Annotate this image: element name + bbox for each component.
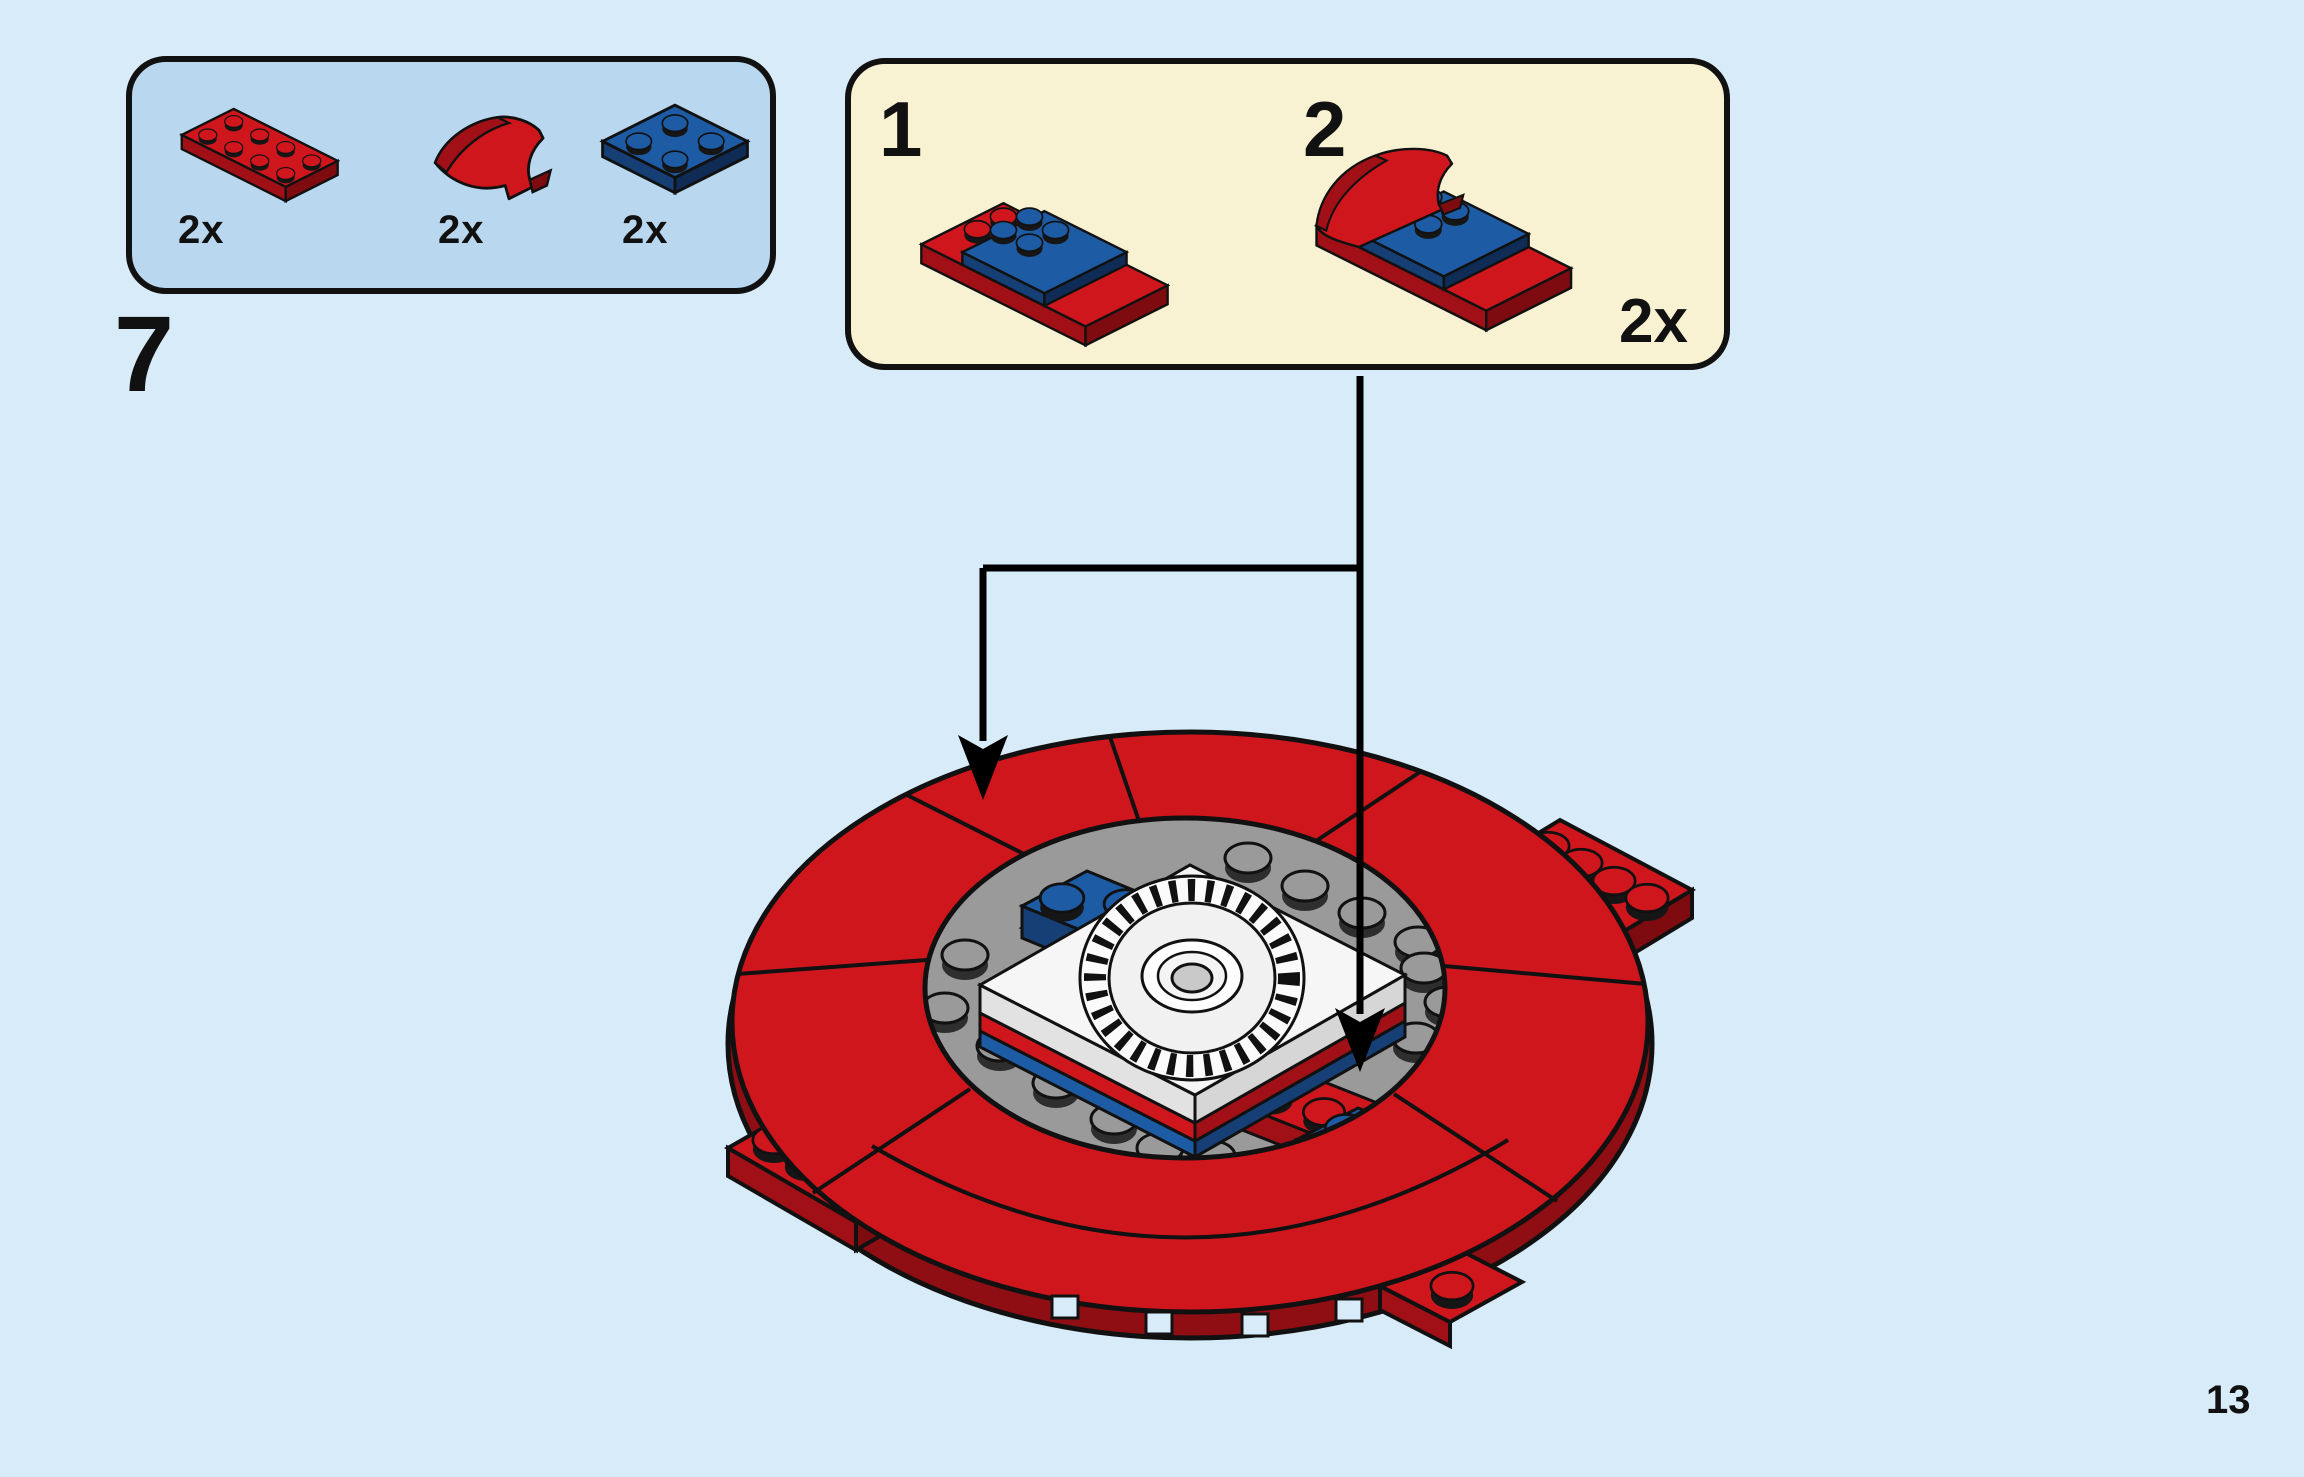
turntable-stack (976, 863, 1409, 1160)
substep-label-2: 2 (1303, 85, 1347, 173)
red-plate-2x4-icon (179, 107, 341, 203)
ring-curve-line (870, 1138, 1510, 1240)
part-quantity-label: 2x (438, 208, 485, 252)
step-number: 7 (114, 293, 175, 414)
page-number: 13 (2206, 1378, 2251, 1422)
subassembly-quantity-label: 2x (1619, 287, 1688, 356)
part-item-red-plate-2x4 (158, 90, 363, 216)
ring-bottom-notches (1050, 1294, 1364, 1338)
subassembly-2-diagram (1279, 118, 1589, 363)
down-arrow-icon (1335, 1008, 1385, 1072)
blue-plate-2x2-icon (599, 103, 751, 196)
red-curved-slope-icon (433, 115, 553, 201)
shield-ring (729, 729, 1651, 1315)
parts-callout-box: 2x 2x 2x (126, 56, 776, 294)
callout-arrows (979, 376, 1364, 1014)
ring-segment-seams (736, 736, 1647, 1203)
part-item-blue-plate-2x2 (594, 86, 756, 210)
down-arrow-icon (958, 735, 1008, 800)
substep-label-1: 1 (879, 85, 923, 173)
subassembly-1-diagram (885, 140, 1185, 377)
part-quantity-label: 2x (178, 208, 225, 252)
part-quantity-label: 2x (622, 208, 669, 252)
part-item-red-curved-slope (420, 102, 562, 216)
turntable-gear (1078, 874, 1306, 1082)
subassembly-callout-box: 1 2 (845, 58, 1730, 370)
